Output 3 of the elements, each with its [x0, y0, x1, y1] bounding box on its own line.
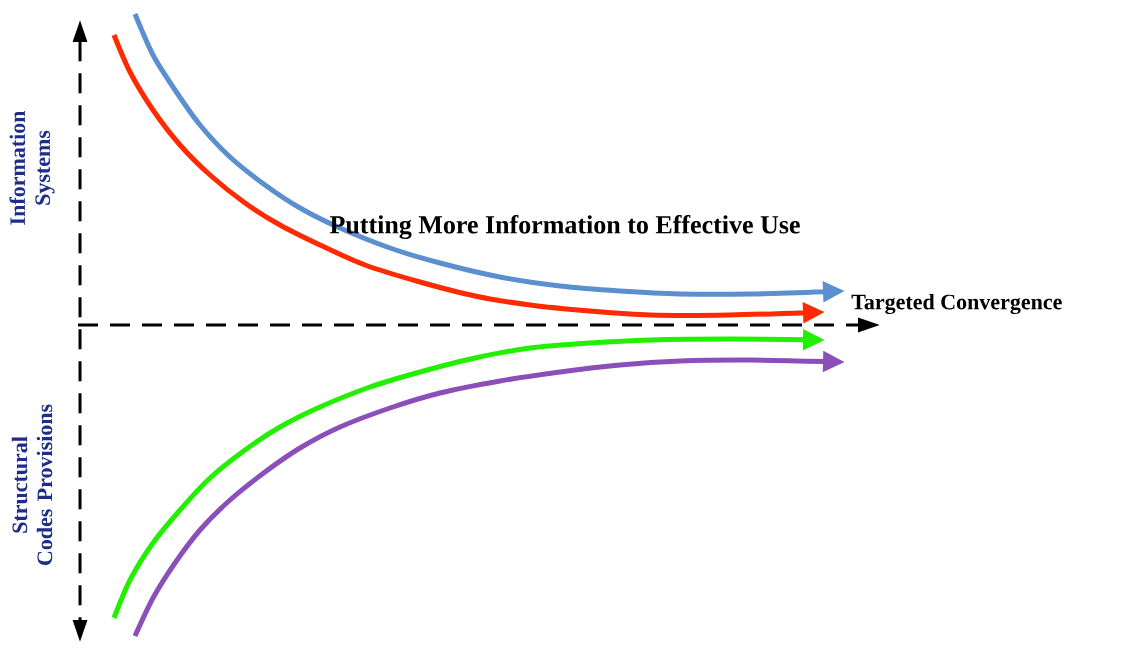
axis-label: Targeted Convergence: [851, 293, 1062, 315]
axis-label: Information Systems: [9, 110, 55, 225]
axis-label: Structural Codes Provisions: [11, 404, 53, 565]
